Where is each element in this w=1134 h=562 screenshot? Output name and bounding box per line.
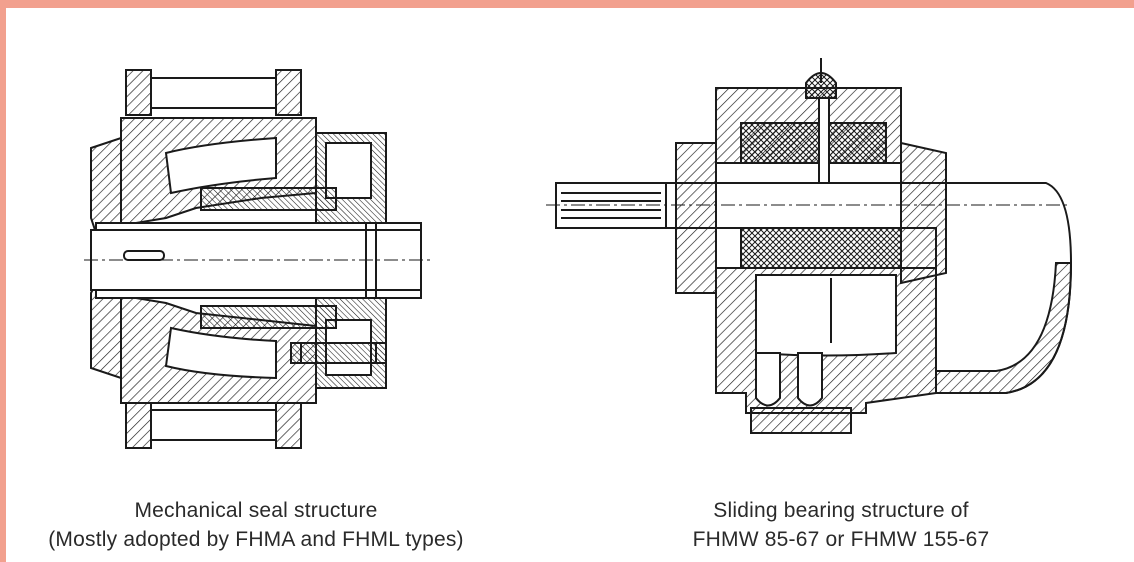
mechanical-seal-caption-line1: Mechanical seal structure <box>134 499 378 522</box>
sliding-bearing-caption-line2: FHMW 85-67 or FHMW 155-67 <box>692 528 990 551</box>
sliding-bearing-caption: Sliding bearing structure of FHMW 85-67 … <box>616 496 1066 554</box>
sliding-bearing-drawing <box>546 58 1073 434</box>
mechanical-seal-caption: Mechanical seal structure (Mostly adopte… <box>16 496 496 554</box>
sliding-bearing-diagram <box>536 53 1081 443</box>
mechanical-seal-drawing <box>84 69 431 449</box>
mechanical-seal-caption-line2: (Mostly adopted by FHMA and FHML types) <box>48 528 464 551</box>
mechanical-seal-diagram <box>76 58 436 458</box>
sliding-bearing-caption-line1: Sliding bearing structure of <box>713 499 969 522</box>
